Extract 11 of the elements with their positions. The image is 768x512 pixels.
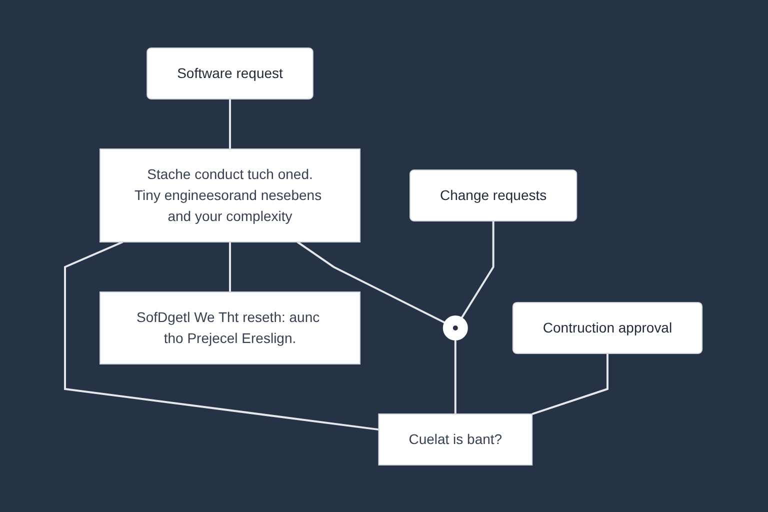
node-box: Change requests <box>410 169 578 221</box>
connector <box>64 240 380 430</box>
node-box: SofDgetl We Tht reseth: aunc tho Prejecel Ereslign. <box>100 291 361 364</box>
connector <box>229 242 232 292</box>
node-box: Cuelat is bant? <box>378 412 534 465</box>
connector <box>532 353 609 414</box>
connector <box>229 98 232 148</box>
node-circle <box>443 315 468 340</box>
node-box: Stache conduct tuch oned. Tiny engineesorand nesebens and your complexity <box>100 148 361 242</box>
node-box: Contruction approval <box>512 302 704 354</box>
node-box: Software request <box>147 47 314 99</box>
